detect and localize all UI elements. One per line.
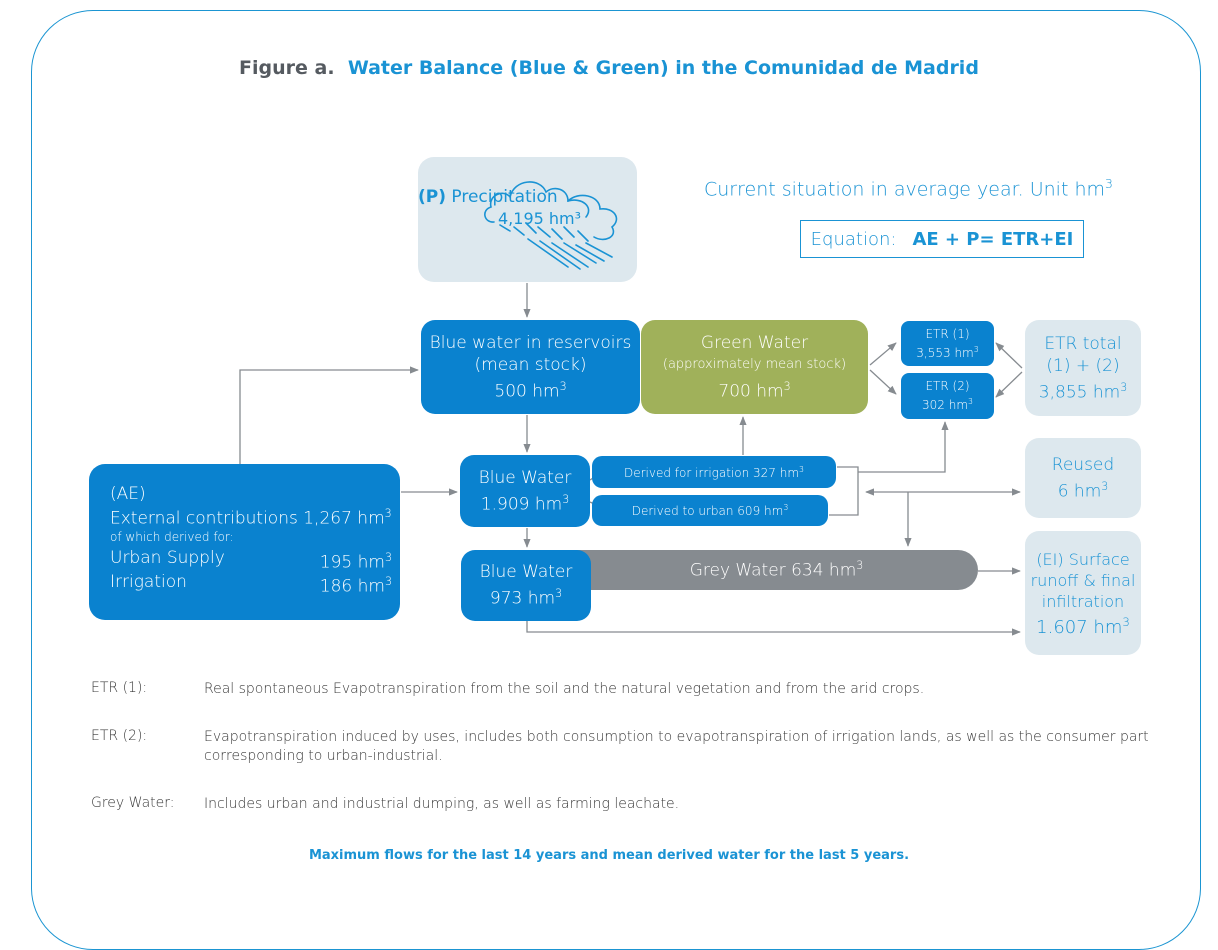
line-irrigation-return	[829, 466, 859, 516]
etr1-box: ETR (1) 3,553 hm3	[901, 321, 994, 366]
precip-value: 4,195 hm³	[498, 209, 582, 228]
grey-water-box: Grey Water 634 hm3	[575, 550, 978, 590]
blue-water-box-1: Blue Water 1.909 hm3	[460, 455, 590, 527]
green-water-box: Green Water (approximately mean stock) 7…	[641, 320, 868, 414]
arrow-etr1-to-total	[995, 342, 1023, 369]
etr2-box: ETR (2) 302 hm3	[901, 373, 994, 419]
figure-label: Figure a.	[239, 57, 335, 79]
current-situation: Current situation in average year. Unit …	[704, 177, 1113, 201]
footnote: Maximum flows for the last 14 years and …	[308, 848, 910, 863]
arrow-green-to-etr2	[869, 369, 897, 395]
etr-total-box: ETR total (1) + (2) 3,855 hm3	[1025, 320, 1141, 416]
arrow-etr2-to-total	[995, 371, 1023, 398]
reused-box: Reused 6 hm3	[1025, 438, 1141, 518]
equation-label: Equation:	[810, 228, 897, 250]
arrow-green-to-etr1	[869, 342, 897, 366]
blue-water-reservoirs: Blue water in reservoirs (mean stock) 50…	[421, 320, 640, 414]
arrow-ae-to-reservoir	[239, 366, 419, 464]
figure-title: Figure a. Water Balance (Blue & Green) i…	[0, 57, 1218, 79]
derived-irrigation-box: Derived for irrigation 327 hm3	[592, 456, 836, 488]
precip-prefix: (P)	[418, 187, 446, 207]
arrow-to-etr2	[858, 421, 949, 473]
precipitation-box: (P) Precipitation 4,195 hm³	[418, 157, 637, 282]
derived-urban-box: Derived to urban 609 hm3	[592, 495, 828, 526]
figure-title-text: Water Balance (Blue & Green) in the Comu…	[347, 57, 979, 79]
ae-row-irrigation: Irrigation 186 hm3	[110, 572, 392, 597]
ae-row-urban: Urban Supply 195 hm3	[110, 547, 392, 573]
external-contributions-box: (AE) External contributions 1,267 hm3 of…	[89, 464, 400, 620]
precip-label: Precipitation	[451, 187, 558, 207]
blue-water-box-2: Blue Water 973 hm3	[461, 550, 591, 621]
ei-box: (EI) Surface runoff & final infiltration…	[1025, 531, 1141, 655]
equation-formula: AE + P= ETR+EI	[912, 228, 1074, 250]
equation-box: Equation: AE + P= ETR+EI	[800, 220, 1084, 258]
rain-cloud-icon	[484, 181, 618, 270]
arrow-bluewater2-to-ei	[526, 621, 1021, 636]
